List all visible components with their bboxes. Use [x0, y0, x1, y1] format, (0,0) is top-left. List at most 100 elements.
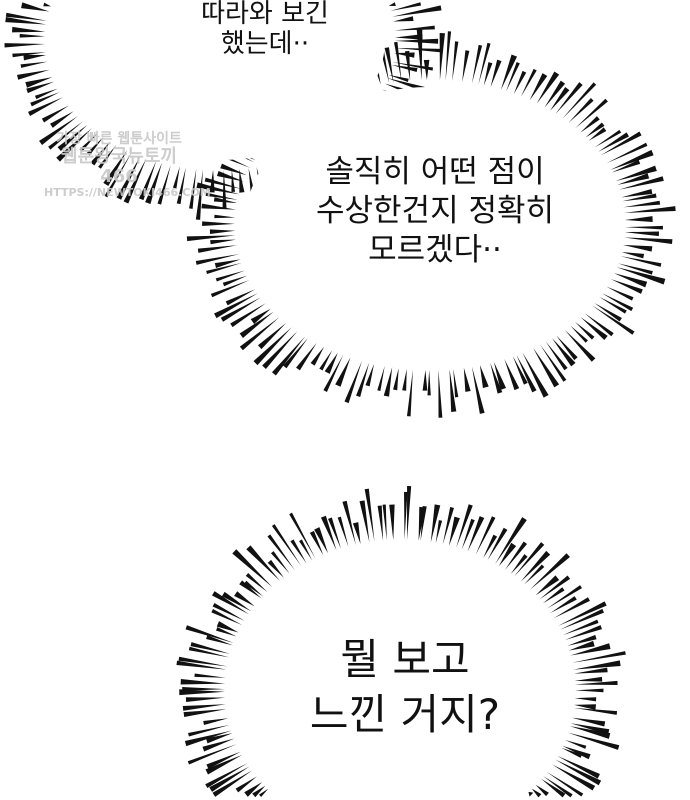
burst-stroke: [544, 80, 566, 108]
bubble-line: 뭘 보고: [340, 635, 470, 684]
burst-stroke: [225, 289, 256, 306]
burst-stroke: [245, 573, 268, 593]
burst-stroke: [188, 724, 230, 737]
burst-stroke: [624, 206, 676, 213]
burst-stroke: [564, 625, 602, 640]
burst-stroke: [487, 527, 508, 561]
burst-stroke: [498, 542, 517, 567]
burst-stroke: [546, 771, 584, 797]
burst-stroke: [185, 625, 234, 643]
burst-stroke: [359, 500, 370, 543]
burst-stroke: [246, 545, 280, 581]
burst-stroke: [30, 92, 60, 107]
burst-stroke: [524, 564, 545, 585]
burst-stroke: [320, 515, 337, 551]
burst-stroke: [195, 169, 203, 220]
burst-stroke: [232, 549, 273, 588]
burst-stroke: [558, 601, 607, 626]
burst-stroke: [550, 86, 570, 111]
burst-stroke: [235, 776, 257, 793]
bubble-line: 따라와 보긴: [201, 0, 329, 29]
burst-stroke: [296, 342, 317, 371]
burst-stroke: [613, 273, 648, 288]
bubble-line: 솔직히 어떤 점이: [325, 154, 545, 190]
burst-stroke: [598, 132, 629, 152]
burst-stroke: [552, 338, 576, 367]
burst-stroke: [377, 366, 385, 391]
burst-stroke: [216, 621, 239, 633]
burst-stroke: [206, 635, 233, 646]
burst-stroke: [471, 366, 485, 414]
burst-stroke: [79, 133, 98, 152]
burst-stroke: [309, 530, 324, 556]
burst-stroke: [4, 43, 46, 48]
burst-stroke: [600, 131, 642, 156]
burst-stroke: [104, 152, 132, 198]
burst-stroke: [594, 302, 622, 322]
burst-stroke: [86, 137, 104, 156]
burst-stroke: [12, 26, 46, 33]
burst-stroke: [541, 778, 566, 798]
burst-stroke: [529, 553, 570, 590]
burst-stroke: [209, 766, 250, 792]
burst-stroke: [231, 169, 236, 193]
burst-stroke: [535, 575, 560, 596]
burst-stroke: [533, 348, 560, 388]
burst-stroke: [48, 121, 84, 150]
burst-stroke: [522, 352, 549, 398]
burst-stroke: [394, 47, 442, 53]
burst-stroke: [43, 2, 51, 7]
burst-stroke: [550, 596, 577, 614]
burst-stroke: [568, 640, 595, 651]
burst-stroke: [56, 128, 92, 162]
burst-stroke: [90, 141, 111, 166]
burst-stroke: [617, 173, 650, 185]
burst-stroke: [572, 651, 626, 663]
burst-stroke: [573, 660, 621, 670]
burst-stroke: [588, 127, 607, 141]
burst-stroke: [189, 168, 197, 209]
burst-stroke: [574, 680, 618, 686]
burst-stroke: [529, 73, 548, 101]
burst-stroke: [423, 59, 430, 81]
burst-stroke: [324, 352, 338, 374]
burst-stroke: [383, 367, 393, 397]
burst-stroke: [624, 237, 673, 245]
burst-stroke: [195, 254, 239, 265]
burst-stroke: [172, 166, 180, 189]
burst-stroke: [176, 660, 227, 670]
burst-stroke: [209, 169, 215, 193]
burst-stroke: [299, 539, 313, 561]
burst-stroke: [585, 122, 605, 138]
bubble-line: 느낀 거지?: [309, 689, 501, 739]
burst-stroke: [478, 42, 491, 85]
burst-stroke: [520, 550, 551, 582]
burst-stroke: [547, 585, 582, 609]
burst-stroke: [615, 165, 657, 182]
burst-stroke: [599, 296, 627, 314]
burst-stroke: [570, 325, 588, 343]
burst-stroke: [222, 275, 248, 287]
burst-stroke: [39, 115, 79, 146]
burst-stroke: [365, 363, 375, 387]
burst-stroke: [188, 646, 230, 658]
burst-stroke: [342, 500, 356, 545]
burst-stroke: [479, 365, 489, 389]
burst-stroke: [500, 54, 518, 90]
burst-stroke: [176, 167, 186, 205]
burst-stroke: [555, 759, 602, 786]
burst-stroke: [323, 354, 344, 392]
burst-stroke: [506, 62, 520, 92]
burst-stroke: [394, 52, 415, 58]
burst-stroke: [239, 311, 274, 338]
burst-stroke: [230, 303, 266, 328]
burst-stroke: [103, 150, 128, 187]
speech-bubble-1: 따라와 보긴 했는데··: [190, 0, 340, 60]
burst-stroke: [490, 59, 502, 88]
burst-stroke: [512, 356, 528, 385]
bubble-fill: [232, 547, 568, 800]
burst-stroke: [573, 707, 618, 715]
burst-stroke: [257, 322, 287, 350]
burst-stroke: [471, 44, 483, 84]
